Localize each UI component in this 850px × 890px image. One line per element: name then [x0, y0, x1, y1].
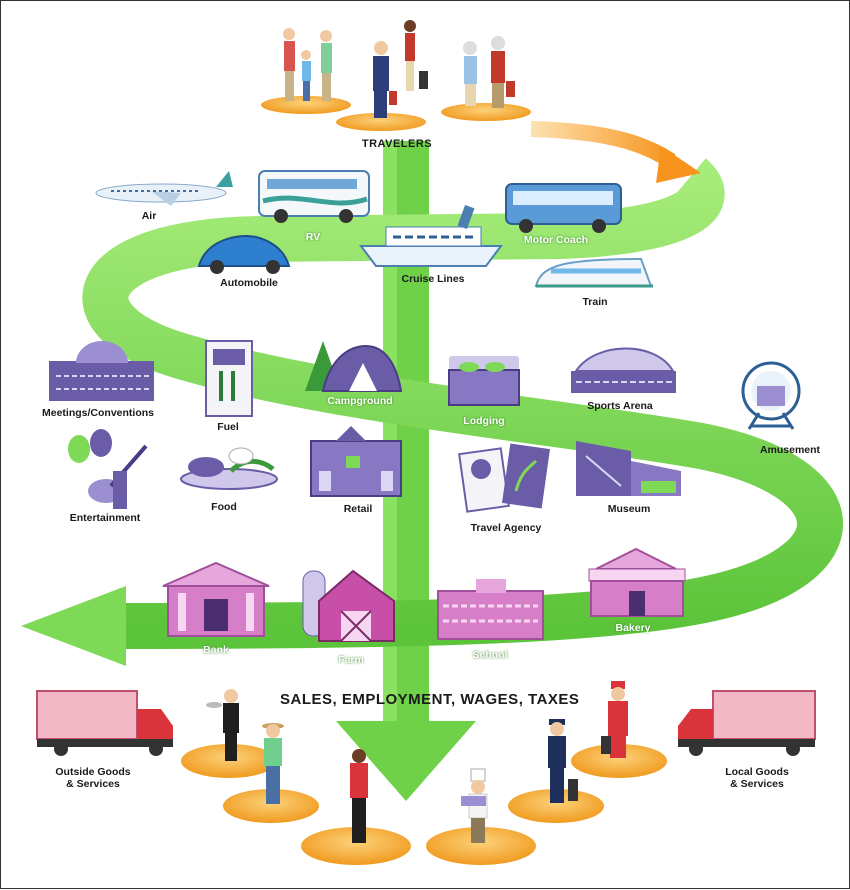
- cruise-ship-icon: [359, 204, 503, 267]
- food-label: Food: [211, 501, 237, 513]
- local-truck-icon: [678, 690, 816, 756]
- chef-figure: [461, 768, 488, 843]
- rv-label: RV: [305, 231, 321, 243]
- lodging-bed-icon: [448, 356, 520, 406]
- bakery-building-icon: [588, 547, 686, 617]
- clerk-figure: [350, 749, 368, 843]
- campground-icon: [305, 341, 403, 392]
- pilot-figure: [548, 719, 578, 803]
- retail-label: Retail: [343, 503, 373, 515]
- local-goods-line2: & Services: [730, 778, 784, 790]
- waiter-figure: [206, 689, 239, 761]
- travelers-label: TRAVELERS: [361, 138, 433, 150]
- outside-goods-line1: Outside Goods: [55, 766, 131, 778]
- seniors-figures: [463, 36, 515, 108]
- museum-icon: [576, 441, 681, 496]
- motor-coach-icon: [505, 183, 622, 233]
- worker-platforms: [181, 744, 667, 865]
- local-goods-label: Local Goods & Services: [725, 766, 789, 790]
- travel-agency-icon: [458, 443, 550, 513]
- bakery-label: Bakery: [615, 622, 651, 634]
- automobile-label: Automobile: [220, 277, 278, 289]
- train-icon: [534, 257, 653, 288]
- school-building-icon: [437, 579, 544, 640]
- air-label: Air: [141, 210, 157, 222]
- meetings-label: Meetings/Conventions: [41, 407, 155, 419]
- farm-barn-icon: [302, 569, 395, 642]
- travelers-arrow: [530, 121, 701, 183]
- travelers-group: [261, 20, 531, 131]
- rv-icon: [258, 170, 370, 223]
- family-figures: [283, 28, 332, 101]
- automobile-icon: [197, 235, 291, 274]
- entertainment-icon: [68, 429, 148, 509]
- outside-goods-line2: & Services: [66, 778, 120, 790]
- bellhop-figure: [601, 681, 628, 758]
- outside-goods-label: Outside Goods & Services: [55, 766, 130, 790]
- motor-coach-label: Motor Coach: [523, 234, 589, 246]
- school-label: School: [472, 649, 508, 661]
- sales-employment-heading: SALES, EMPLOYMENT, WAGES, TAXES: [280, 691, 580, 708]
- local-goods-line1: Local Goods: [725, 766, 789, 778]
- cruise-lines-label: Cruise Lines: [401, 273, 465, 285]
- entertainment-label: Entertainment: [69, 512, 141, 524]
- convention-center-icon: [49, 341, 154, 401]
- travel-agency-label: Travel Agency: [470, 522, 542, 534]
- outside-truck-icon: [36, 690, 173, 756]
- food-plate-icon: [180, 447, 278, 490]
- amusement-label: Amusement: [759, 444, 821, 456]
- businessman-figure: [373, 20, 428, 118]
- retail-store-icon: [310, 426, 402, 497]
- sports-arena-icon: [571, 347, 676, 393]
- fuel-pump-icon: [205, 340, 253, 417]
- bank-label: Bank: [203, 644, 229, 656]
- fuel-label: Fuel: [217, 421, 239, 433]
- museum-label: Museum: [607, 503, 651, 515]
- sports-arena-label: Sports Arena: [587, 400, 653, 412]
- train-label: Train: [582, 296, 608, 308]
- lodging-label: Lodging: [463, 415, 505, 427]
- ferris-wheel-icon: [741, 361, 801, 430]
- airplane-icon: [95, 171, 233, 206]
- campground-label: Campground: [327, 395, 393, 407]
- farm-label: Farm: [338, 654, 364, 666]
- bank-building-icon: [162, 561, 270, 637]
- cowboy-figure: [262, 723, 284, 804]
